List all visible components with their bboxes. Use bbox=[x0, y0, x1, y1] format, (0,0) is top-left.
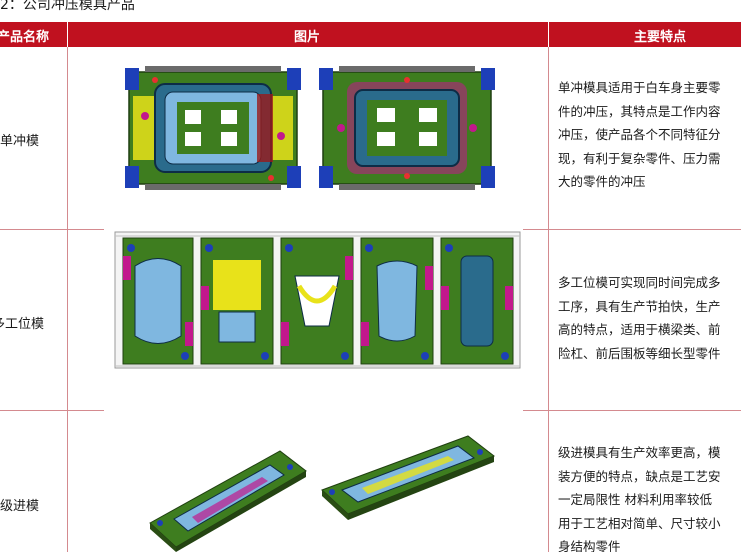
header-product-name: 产品名称 bbox=[0, 30, 50, 45]
feature-line: 单冲模具适用于白车身主要零 bbox=[558, 80, 721, 95]
row-name-multistation: 多工位模 bbox=[0, 317, 45, 332]
row-features-single: 单冲模具适用于白车身主要零 件的冲压，其特点是工作内容 冲压，使产品各个不同特征… bbox=[558, 76, 741, 194]
feature-line: 险杠、前后围板等细长型零件 bbox=[558, 345, 721, 361]
column-divider-right bbox=[548, 47, 549, 552]
header-divider-right bbox=[548, 22, 549, 47]
progressive-die-image-left bbox=[149, 450, 307, 552]
feature-line: 用于工艺相对简单、尺寸较小 bbox=[558, 515, 721, 531]
header-divider-left bbox=[67, 22, 68, 47]
feature-line: 工序，具有生产节拍快，生产 bbox=[558, 298, 721, 314]
row-divider-1-right bbox=[523, 229, 741, 230]
table-header: 产品名称 图片 主要特点 bbox=[0, 22, 741, 47]
column-divider-left bbox=[67, 47, 68, 552]
row-name-single: 单冲模 bbox=[0, 134, 40, 149]
feature-line: 装方便的特点，缺点是工艺安 bbox=[558, 468, 721, 484]
row-divider-2-left bbox=[0, 410, 104, 411]
feature-line: 大的零件的冲压 bbox=[558, 174, 646, 189]
header-features: 主要特点 bbox=[634, 30, 687, 45]
feature-line: 件的冲压，其特点是工作内容 bbox=[558, 103, 721, 119]
row-name-progressive: 级进模 bbox=[0, 499, 40, 514]
header-image: 图片 bbox=[294, 30, 321, 45]
table-caption: 2：公司冲压模具产品 bbox=[0, 0, 135, 13]
multistation-die-image bbox=[114, 231, 521, 369]
single-die-image-left bbox=[125, 66, 301, 190]
feature-line: 冲压，使产品各个不同特征分 bbox=[558, 127, 721, 142]
row-features-multistation: 多工位模可实现同时间完成多 工序，具有生产节拍快，生产 高的特点，适用于横梁类、… bbox=[558, 271, 741, 365]
row-features-progressive: 级进模具有生产效率更高，模 装方便的特点，缺点是工艺安 一定局限性 材料利用率较… bbox=[558, 441, 741, 552]
single-die-image-right bbox=[319, 66, 495, 190]
progressive-die-image-right bbox=[321, 435, 496, 520]
feature-line: 身结构零件 bbox=[558, 539, 621, 552]
feature-line: 级进模具有生产效率更高，模 bbox=[558, 445, 721, 460]
feature-line: 一定局限性 材料利用率较低 bbox=[558, 492, 712, 507]
feature-line: 现，有利于复杂零件、压力需 bbox=[558, 150, 721, 166]
row-divider-2-right bbox=[523, 410, 741, 411]
feature-line: 高的特点，适用于横梁类、前 bbox=[558, 322, 721, 337]
row-divider-1-left bbox=[0, 229, 104, 230]
feature-line: 多工位模可实现同时间完成多 bbox=[558, 275, 721, 290]
